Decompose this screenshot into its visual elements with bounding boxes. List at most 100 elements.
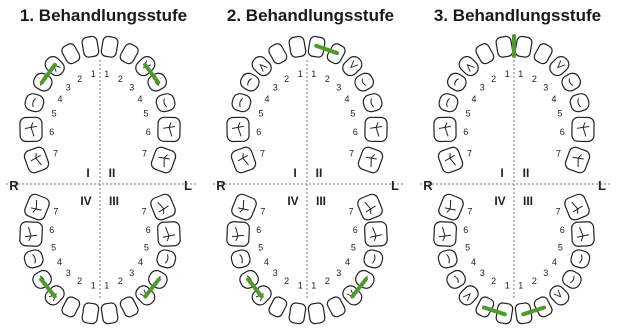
tooth-number: 5 xyxy=(557,108,562,118)
tooth-number: 5 xyxy=(258,243,263,253)
tooth-number: 6 xyxy=(560,225,565,235)
tooth-lower-right-5 xyxy=(437,249,458,269)
markers xyxy=(481,34,547,317)
tooth-lower-left-7 xyxy=(357,193,383,221)
quadrant-label-1: I xyxy=(500,166,503,180)
tooth-number: 2 xyxy=(284,276,289,286)
tooth-number: 2 xyxy=(532,74,537,84)
side-label-right: R xyxy=(216,178,226,193)
tooth-upper-left-3 xyxy=(549,56,570,77)
tooth-upper-left-7 xyxy=(357,146,384,174)
tooth-number: 2 xyxy=(118,276,123,286)
tooth-number: 3 xyxy=(66,83,71,93)
tooth-lower-left-4 xyxy=(562,269,582,289)
tooth-number: 1 xyxy=(311,281,316,291)
tooth-lower-left-6 xyxy=(364,221,388,247)
tooth-number: 4 xyxy=(57,257,62,267)
tooth-number: 1 xyxy=(505,281,510,291)
quadrant-label-2: II xyxy=(109,166,116,180)
tooth-number: 7 xyxy=(53,148,58,158)
tooth-lower-left-7 xyxy=(564,193,590,221)
tooth-lower-right-3 xyxy=(458,285,479,306)
tooth-upper-right-6 xyxy=(433,116,457,143)
tooth-number: 6 xyxy=(463,225,468,235)
treatment-marker xyxy=(521,305,547,317)
tooth-number: 1 xyxy=(518,69,523,79)
side-label-left: L xyxy=(184,178,192,193)
tooth-lower-right-5 xyxy=(23,249,44,269)
tooth-number: 2 xyxy=(284,74,289,84)
tooth-lower-right-2 xyxy=(61,296,81,318)
tooth-number: 1 xyxy=(311,69,316,79)
tooth-lower-right-2 xyxy=(268,296,288,318)
tooth-number: 3 xyxy=(273,83,278,93)
tooth-upper-left-4 xyxy=(561,72,582,92)
quadrant-label-4: IV xyxy=(494,194,505,208)
tooth-upper-right-2 xyxy=(475,43,495,65)
tooth-number: 2 xyxy=(77,74,82,84)
tooth-upper-right-1 xyxy=(288,35,307,58)
quadrant-label-3: III xyxy=(523,194,533,208)
quadrant-label-4: IV xyxy=(287,194,298,208)
tooth-lower-left-6 xyxy=(571,221,595,247)
quadrant-label-2: II xyxy=(316,166,323,180)
tooth-lower-left-1 xyxy=(307,302,326,325)
tooth-number: 7 xyxy=(260,206,265,216)
tooth-number: 5 xyxy=(350,108,355,118)
tooth-number: 2 xyxy=(325,276,330,286)
tooth-number: 6 xyxy=(353,225,358,235)
tooth-number: 3 xyxy=(543,83,548,93)
tooth-number: 4 xyxy=(57,94,62,104)
tooth-number: 7 xyxy=(467,148,472,158)
tooth-upper-left-5 xyxy=(362,93,383,113)
tooth-upper-right-7 xyxy=(23,146,50,174)
tooth-number: 7 xyxy=(467,206,472,216)
tooth-number: 3 xyxy=(336,83,341,93)
tooth-upper-right-7 xyxy=(437,146,464,174)
tooth-lower-right-7 xyxy=(231,193,257,221)
tooth-number: 4 xyxy=(552,257,557,267)
treatment-marker xyxy=(350,277,368,299)
tooth-number: 3 xyxy=(66,268,71,278)
tooth-upper-left-2 xyxy=(533,43,553,65)
tooth-number: 3 xyxy=(336,268,341,278)
tooth-number: 3 xyxy=(543,268,548,278)
tooth-number: 2 xyxy=(325,74,330,84)
treatment-marker xyxy=(481,305,507,317)
tooth-number: 2 xyxy=(491,74,496,84)
quadrant-label-3: III xyxy=(109,194,119,208)
tooth-lower-right-5 xyxy=(230,249,251,269)
tooth-number: 4 xyxy=(138,257,143,267)
tooth-number: 1 xyxy=(518,281,523,291)
tooth-upper-left-1 xyxy=(100,35,119,58)
tooth-lower-right-7 xyxy=(24,193,50,221)
tooth-number: 2 xyxy=(532,276,537,286)
tooth-upper-left-5 xyxy=(569,93,590,113)
treatment-marker xyxy=(39,62,57,85)
tooth-lower-left-7 xyxy=(150,193,176,221)
tooth-number: 2 xyxy=(491,276,496,286)
quadrant-label-4: IV xyxy=(80,194,91,208)
tooth-number: 1 xyxy=(104,69,109,79)
tooth-number: 5 xyxy=(466,108,471,118)
tooth-number: 4 xyxy=(345,257,350,267)
tooth-lower-left-5 xyxy=(156,249,177,269)
tooth-number: 6 xyxy=(560,127,565,137)
tooth-lower-right-7 xyxy=(438,193,464,221)
side-label-right: R xyxy=(9,178,19,193)
tooth-number: 6 xyxy=(256,127,261,137)
tooth-number: 1 xyxy=(91,69,96,79)
side-label-left: L xyxy=(391,178,399,193)
tooth-number: 2 xyxy=(118,74,123,84)
tooth-number: 3 xyxy=(129,268,134,278)
tooth-number: 4 xyxy=(264,257,269,267)
treatment-marker xyxy=(143,62,161,85)
tooth-number: 4 xyxy=(551,94,556,104)
side-label-right: R xyxy=(423,178,433,193)
